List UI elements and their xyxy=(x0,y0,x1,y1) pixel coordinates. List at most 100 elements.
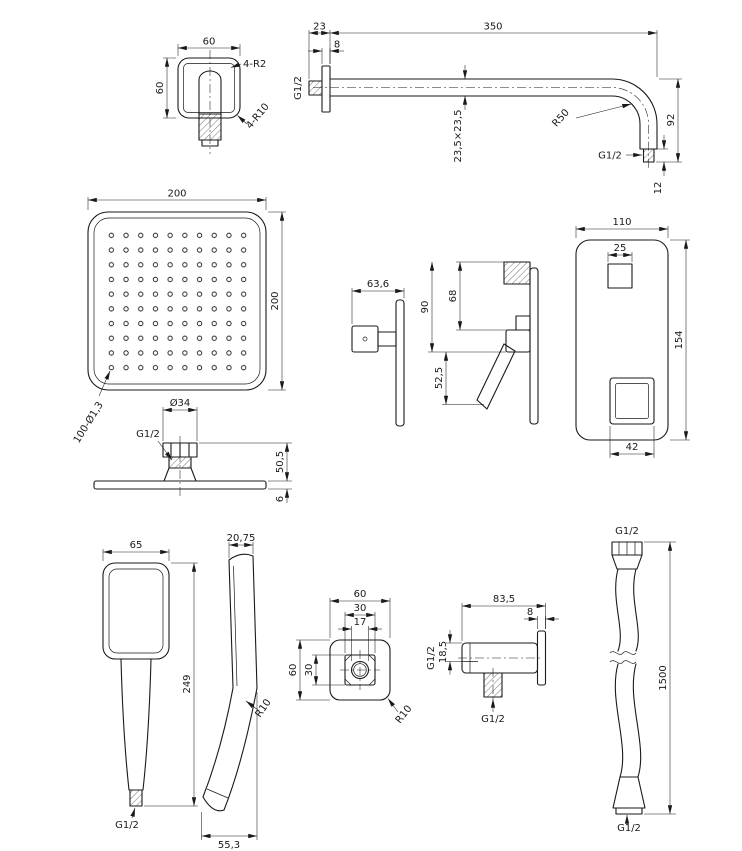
callout-handshower-radius: R10 xyxy=(245,697,274,720)
dim-label-outlet-boss-height: 30 xyxy=(304,664,315,677)
dim-label-flange-height: 60 xyxy=(155,82,166,95)
dim-outlet-plate-thickness: 8 xyxy=(524,607,559,629)
dim-label-mixer-height: 154 xyxy=(674,330,685,349)
callout-outlet-corner-radius: R10 xyxy=(387,698,415,726)
outlet-side-centerlines xyxy=(458,657,542,703)
callout-arm-bend-radius: R50 xyxy=(550,103,632,129)
callout-head-hub-thread: G1/2 xyxy=(136,429,173,461)
dim-label-head-hub-diameter: Ø34 xyxy=(170,397,191,409)
outlet-front-centerlines xyxy=(340,650,380,690)
dim-head-width: 200 xyxy=(87,189,267,210)
dim-label-outlet-bore: 17 xyxy=(354,617,367,628)
mixer-connector-hatch xyxy=(504,262,530,284)
dim-label-arm-outlet-thread: G1/2 xyxy=(598,151,622,162)
wall-outlet-front-view: 60 30 17 30 60 R10 xyxy=(288,589,414,726)
dim-label-mixer-depth: 63,6 xyxy=(367,279,389,290)
dim-handshower-head-depth: 20,75 xyxy=(227,533,256,558)
callout-arm-outlet-thread: G1/2 xyxy=(598,151,643,162)
flange-outer-outline xyxy=(177,57,241,119)
handshower-side-details xyxy=(206,565,238,799)
dim-mixer-width: 110 xyxy=(575,217,669,238)
dim-mixer-handle-width: 42 xyxy=(609,426,655,458)
dim-outlet-boss-width: 30 xyxy=(344,603,376,653)
dim-label-outlet-plate-thickness: 8 xyxy=(527,607,533,618)
callout-flange-inner-radius: 4-R2 xyxy=(230,59,266,70)
dim-handshower-width: 65 xyxy=(102,540,170,561)
dim-head-hub-diameter: Ø34 xyxy=(162,397,198,441)
dim-outlet-height: 60 xyxy=(288,639,330,701)
handshower-side-outline xyxy=(202,553,258,812)
dim-label-outlet-corner-radius: R10 xyxy=(394,704,415,726)
dim-label-outlet-height: 60 xyxy=(288,664,299,677)
dim-label-arm-length: 350 xyxy=(483,22,502,33)
dim-handshower-handle-offset: 55,3 xyxy=(201,692,258,851)
dim-label-mixer-c: 90 xyxy=(420,301,431,314)
dim-label-outlet-offset: 18,5 xyxy=(438,641,449,663)
dim-arm-drop: 92 xyxy=(654,78,682,163)
mixer-knob-screw xyxy=(362,336,368,342)
handshower-thread-hatch xyxy=(130,790,142,806)
nozzle-grid xyxy=(104,228,251,375)
callout-flange-outer-radius: 4-R10 xyxy=(237,101,272,131)
dim-label-flange-width: 60 xyxy=(203,37,216,48)
dim-label-head-depth: 200 xyxy=(270,291,281,310)
head-outer-outline xyxy=(87,211,267,391)
callout-handshower-thread: G1/2 xyxy=(115,807,139,831)
mixer-plate-edge xyxy=(395,299,405,427)
dim-label-head-overall-height: 50,5 xyxy=(275,451,286,473)
hand-shower-side-view: 20,75 55,3 R10 xyxy=(201,533,274,851)
dim-label-arm-bend-radius: R50 xyxy=(550,107,571,129)
outlet-front-outline xyxy=(329,639,391,701)
arm-wall-plate xyxy=(321,65,331,113)
dim-head-plate-thickness: 6 xyxy=(275,488,290,503)
hose-top-taper xyxy=(611,554,643,570)
dim-mixer-height: 154 xyxy=(670,239,690,441)
dim-label-outlet-length: 83,5 xyxy=(493,594,515,605)
hose-bottom-cone xyxy=(612,776,646,809)
dim-label-hose-top-thread: G1/2 xyxy=(615,526,639,537)
dim-mixer-b: 52,5 xyxy=(434,351,449,405)
dim-outlet-boss-height: 30 xyxy=(304,654,345,686)
handshower-head-outline xyxy=(102,562,170,660)
mixer-knob-top xyxy=(351,325,379,353)
dim-label-handshower-thread: G1/2 xyxy=(115,820,139,831)
handshower-handle-outline xyxy=(120,658,152,807)
mixer-front-view: 25 110 154 42 xyxy=(575,217,690,458)
dim-arm-outlet-length: 12 xyxy=(653,135,667,195)
dim-label-arm-outlet-length: 12 xyxy=(653,182,664,195)
outlet-wall-plate xyxy=(536,630,547,686)
mixer-handle-front xyxy=(609,377,655,425)
dim-handshower-length: 249 xyxy=(144,562,198,807)
dim-label-handshower-radius: R10 xyxy=(253,697,273,719)
hose-break-symbol xyxy=(609,651,637,664)
dim-label-head-plate-thickness: 6 xyxy=(275,496,286,502)
dim-outlet-width: 60 xyxy=(329,589,391,638)
callout-outlet-bottom-thread: G1/2 xyxy=(481,698,505,725)
arm-wall-thread-hatch xyxy=(309,81,322,95)
dim-label-head-hub-thread: G1/2 xyxy=(136,429,160,440)
shower-head-side-view: Ø34 G1/2 50,5 6 xyxy=(93,397,292,503)
dim-label-mixer-handle-width: 42 xyxy=(626,442,639,453)
dim-head-depth: 200 xyxy=(268,211,286,391)
callout-hose-bottom-thread: G1/2 xyxy=(617,814,641,834)
dim-label-handshower-head-depth: 20,75 xyxy=(227,533,256,544)
dim-label-handshower-width: 65 xyxy=(130,540,143,551)
arm-outline xyxy=(308,78,658,163)
dim-label-mixer-button-width: 25 xyxy=(614,243,627,254)
dim-label-arm-wall-stub: 23 xyxy=(313,22,326,33)
handshower-face-outline xyxy=(108,568,164,654)
hand-shower-front-view: 65 249 G1/2 xyxy=(102,540,198,831)
mixer-handle-inner xyxy=(615,383,649,419)
dim-flange-height: 60 xyxy=(155,57,176,119)
dim-label-mixer-b: 52,5 xyxy=(434,367,445,389)
mixer-handle-boss xyxy=(505,329,531,353)
dim-label-outlet-boss-width: 30 xyxy=(354,603,367,614)
dim-arm-length: 350 xyxy=(329,22,658,36)
dim-label-arm-wall-thread: G1/2 xyxy=(293,76,304,100)
head-hub-thread-hatch xyxy=(169,457,191,468)
dim-mixer-a: 68 xyxy=(448,261,463,331)
dim-label-arm-cross-section: 23,5×23,5 xyxy=(453,110,464,163)
arm-centerline xyxy=(313,87,649,170)
